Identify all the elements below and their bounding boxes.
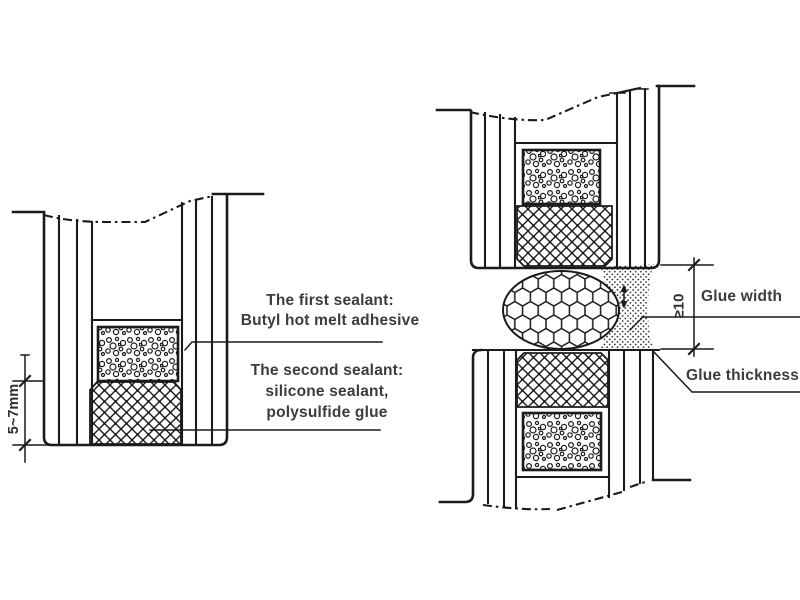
left-glass-unit [11,192,383,463]
first-sealant-line1: The first sealant: [266,292,394,309]
dimension-sealant-depth [12,354,54,463]
glass-pane-lines [57,195,214,447]
dimension-joint-width [660,257,714,357]
glue-thickness-arrow [620,284,628,309]
second-sealant-label: The second sealant: silicone sealant, po… [251,360,404,423]
leader-glue-width [628,316,800,332]
leader-first-sealant [183,341,383,352]
glass-pane-lines [486,348,655,510]
glass-outline [42,193,229,447]
break-line-bottom [482,481,646,512]
glass-outline [438,348,483,504]
glue-width-label: Glue width [701,288,783,305]
glass-outline [469,84,661,270]
second-sealant-line1: The second sealant: [250,362,404,379]
first-sealant-line2: Butyl hot melt adhesive [240,312,420,329]
leader-glue-thickness [651,349,800,393]
sealant-depth-dimension-text: 5~7mm [6,383,22,435]
foam-backer-rod [502,270,620,350]
edge-sealant-area [516,352,609,408]
edge-sealant-area [516,205,613,267]
right-bottom-glass-unit [438,348,692,512]
structural-joint [502,257,800,393]
right-top-glass-unit [435,84,696,270]
glue-thickness-label: Glue thickness [686,367,800,384]
glass-pane-lines [483,87,647,270]
joint-width-dimension-text: ≥10 [670,293,688,319]
second-sealant-line2: silicone sealant, [265,383,389,400]
desiccant-spacer [521,411,603,472]
desiccant-spacer [521,148,602,206]
break-line-top [43,194,214,224]
second-sealant-area [89,381,182,445]
desiccant-spacer [96,325,180,383]
first-sealant-label: The first sealant: Butyl hot melt adhesi… [241,291,420,331]
break-line-top [469,91,618,122]
second-sealant-line3: polysulfide glue [266,404,388,421]
